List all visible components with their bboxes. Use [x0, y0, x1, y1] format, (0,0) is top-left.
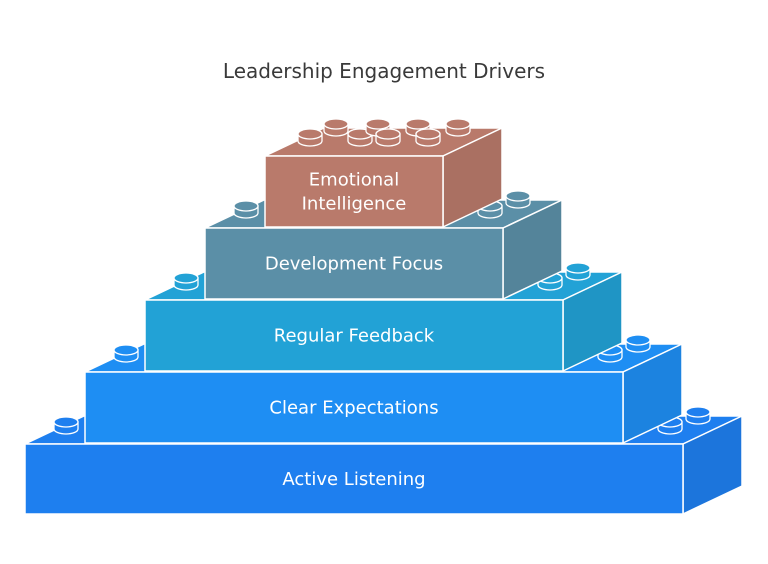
stud-top [297, 128, 323, 140]
brick-front-face [144, 299, 564, 372]
brick-label: Development Focus [265, 254, 443, 275]
brick-stud [625, 334, 651, 353]
brick-stud [445, 118, 471, 137]
brick-stud [297, 128, 323, 147]
stud-top [565, 262, 591, 274]
stud-top [113, 344, 139, 356]
stud-top [53, 416, 79, 428]
brick-stud [375, 128, 401, 147]
brick-label: Intelligence [302, 194, 407, 215]
brick-front-face [264, 155, 444, 228]
stud-top [405, 118, 431, 130]
stud-top [685, 406, 711, 418]
brick-stud [565, 262, 591, 281]
brick-stack: Active Listening Clear Expectations Regula… [24, 118, 743, 515]
brick-front-face [24, 443, 684, 515]
brick-stud [53, 416, 79, 435]
brick-front-face [204, 227, 504, 300]
brick-stud [173, 272, 199, 291]
brick-stud [233, 200, 259, 219]
brick-stud [323, 118, 349, 137]
brick-label: Emotional [309, 170, 399, 191]
stud-top [233, 200, 259, 212]
brick-stud [415, 128, 441, 147]
brick-stud [685, 406, 711, 425]
brick-label: Active Listening [282, 469, 425, 490]
stud-top [625, 334, 651, 346]
stud-top [323, 118, 349, 130]
brick-label: Clear Expectations [269, 398, 438, 419]
brick-front-face [84, 371, 624, 444]
brick-1: Development Focus [204, 190, 563, 300]
stud-top [365, 118, 391, 130]
brick-stud [365, 118, 391, 137]
diagram-title: Leadership Engagement Drivers [223, 59, 545, 83]
brick-stud [113, 344, 139, 363]
brick-stud [405, 118, 431, 137]
brick-stud [505, 190, 531, 209]
stud-top [375, 128, 401, 140]
stud-top [505, 190, 531, 202]
stud-top [445, 118, 471, 130]
stud-top [173, 272, 199, 284]
brick-label: Regular Feedback [274, 326, 435, 347]
stud-top [415, 128, 441, 140]
